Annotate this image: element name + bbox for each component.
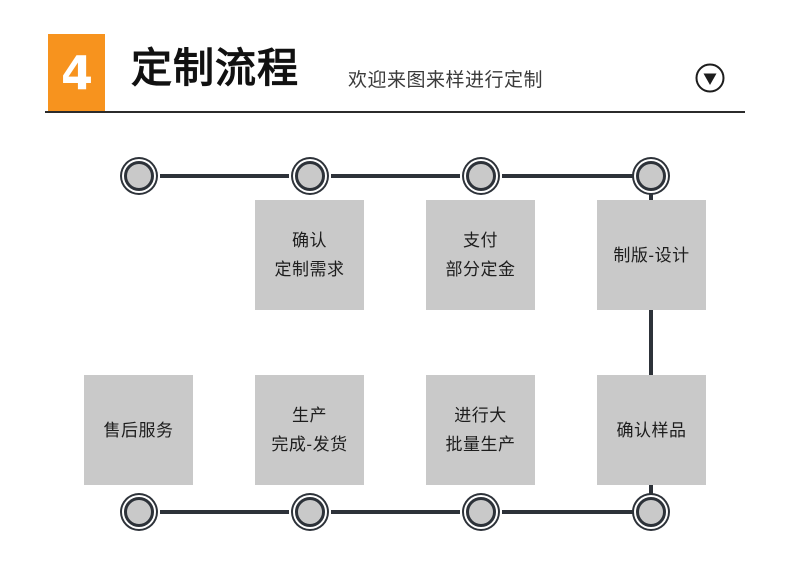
flow-step-box-confirm-sample[interactable]: 确认样品 bbox=[597, 375, 706, 485]
flow-step-box-confirm-requirements[interactable]: 确认 定制需求 bbox=[255, 200, 364, 310]
flow-step-box-after-sales[interactable]: 售后服务 bbox=[84, 375, 193, 485]
flow-node-bottom-3[interactable] bbox=[466, 497, 496, 527]
connector-bottom-3 bbox=[502, 510, 635, 514]
connector-top-1 bbox=[160, 174, 289, 178]
flow-node-bottom-4[interactable] bbox=[636, 497, 666, 527]
flow-node-top-3[interactable] bbox=[466, 161, 496, 191]
flow-step-line: 批量生产 bbox=[445, 435, 516, 454]
flow-node-bottom-2[interactable] bbox=[295, 497, 325, 527]
flow-step-line: 生产 bbox=[292, 406, 327, 425]
flow-node-top-1[interactable] bbox=[124, 161, 154, 191]
flow-node-top-4[interactable] bbox=[636, 161, 666, 191]
flow-node-bottom-1[interactable] bbox=[124, 497, 154, 527]
flow-step-box-mass-production[interactable]: 进行大 批量生产 bbox=[426, 375, 535, 485]
flow-step-line: 部分定金 bbox=[445, 260, 516, 279]
section-header: 4 定制流程 欢迎来图来样进行定制 bbox=[0, 0, 790, 120]
connector-top-3 bbox=[502, 174, 635, 178]
chevron-down-circle-glyph bbox=[695, 63, 725, 93]
process-flow-diagram: 确认 定制需求 支付 部分定金 制版-设计 售后服务 生产 完成-发货 进行大 … bbox=[0, 120, 790, 588]
flow-step-box-pay-deposit[interactable]: 支付 部分定金 bbox=[426, 200, 535, 310]
chevron-down-circle-icon[interactable] bbox=[694, 62, 726, 94]
connector-bottom-2 bbox=[331, 510, 460, 514]
flow-step-line: 完成-发货 bbox=[271, 435, 348, 454]
connector-top-2 bbox=[331, 174, 460, 178]
flow-step-box-plate-design[interactable]: 制版-设计 bbox=[597, 200, 706, 310]
flow-step-box-production-shipping[interactable]: 生产 完成-发货 bbox=[255, 375, 364, 485]
connector-bottom-1 bbox=[160, 510, 289, 514]
flow-step-line: 确认样品 bbox=[616, 420, 687, 440]
page-title: 定制流程 bbox=[131, 45, 299, 91]
flow-step-line: 进行大 bbox=[454, 406, 507, 425]
flow-step-line: 确认 bbox=[292, 231, 327, 250]
flow-step-line: 售后服务 bbox=[103, 420, 174, 440]
flow-node-top-2[interactable] bbox=[295, 161, 325, 191]
flow-step-line: 定制需求 bbox=[274, 260, 345, 279]
flow-step-line: 支付 bbox=[463, 231, 498, 250]
header-divider bbox=[45, 111, 745, 113]
flow-step-line: 制版-设计 bbox=[613, 245, 690, 265]
page-subtitle: 欢迎来图来样进行定制 bbox=[348, 70, 544, 91]
step-number-badge: 4 bbox=[48, 34, 105, 112]
